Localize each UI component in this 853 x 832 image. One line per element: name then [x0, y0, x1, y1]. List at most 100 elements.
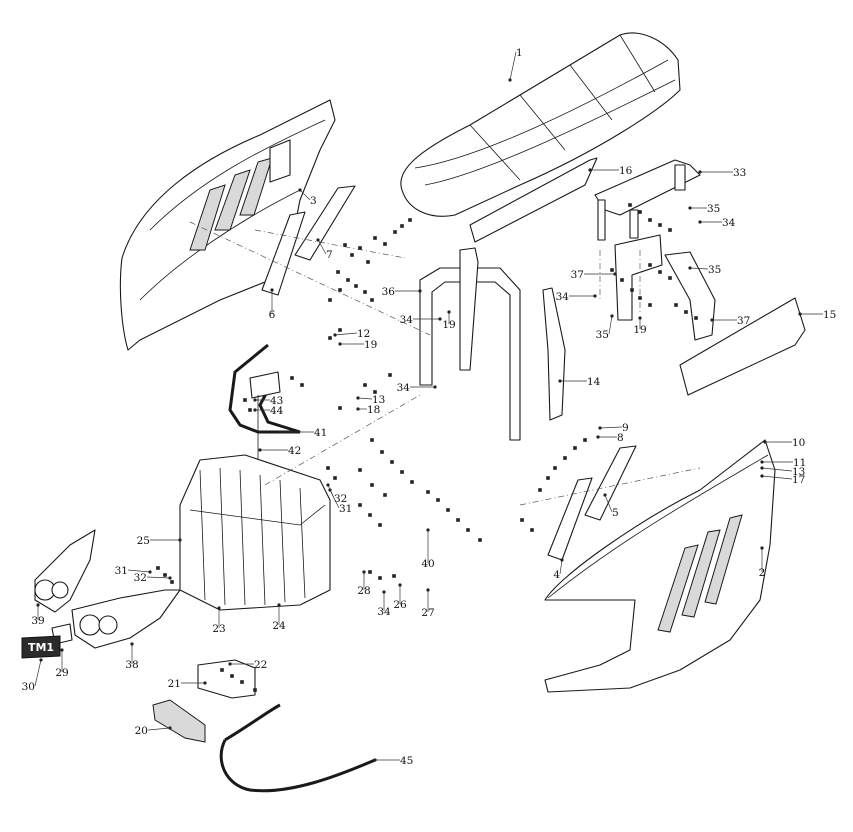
callout-label: 34	[722, 217, 736, 229]
callout-point	[603, 493, 607, 497]
callout-point	[613, 272, 617, 276]
callout-point	[168, 726, 172, 730]
callout-leader	[509, 51, 517, 81]
callout-point	[228, 662, 232, 666]
callout-label: 12	[357, 328, 370, 340]
fastener-bolt	[426, 490, 430, 494]
callout-label: 29	[55, 667, 68, 679]
callout-label: 4	[553, 569, 560, 581]
callout-point	[418, 289, 422, 293]
callout-label: 17	[792, 474, 805, 486]
callout-point	[638, 316, 642, 320]
callout-point	[398, 583, 402, 587]
fastener-bolt	[290, 376, 294, 380]
fastener-bolt	[373, 236, 377, 240]
callout-label: 5	[612, 507, 619, 519]
callout-label: 23	[212, 623, 225, 635]
fastener-bolt	[408, 218, 412, 222]
callout-point	[760, 474, 764, 478]
callout-label: 9	[622, 422, 629, 434]
fastener-bolt	[240, 680, 244, 684]
callout-leader	[559, 559, 563, 575]
fastener-bolt	[658, 270, 662, 274]
fastener-bolt	[648, 263, 652, 267]
callout-point	[710, 318, 714, 322]
fastener-bolt	[638, 296, 642, 300]
callout-point	[298, 188, 302, 192]
callout-point	[508, 78, 512, 82]
callout-point	[598, 426, 602, 430]
callout-leader	[146, 576, 171, 579]
fastener-bolt	[610, 268, 614, 272]
callout-label: 32	[334, 493, 347, 505]
callout-point	[596, 435, 600, 439]
side-bracket-37b-part	[664, 251, 716, 341]
callout-point	[326, 483, 330, 487]
callout-point	[698, 220, 702, 224]
callout-label: 28	[357, 585, 370, 597]
callout-point	[610, 314, 614, 318]
callout-point	[438, 317, 442, 321]
callout-label: 16	[619, 165, 633, 177]
callout-label: 6	[269, 309, 276, 321]
callout-leader	[604, 494, 613, 513]
callout-leader	[127, 569, 151, 573]
fastener-bolt	[383, 242, 387, 246]
callout-label: 34	[400, 314, 414, 326]
lower-trim-part	[152, 699, 206, 743]
fastener-bolt	[326, 466, 330, 470]
callout-label: 25	[137, 535, 150, 547]
callout-leader	[608, 315, 613, 335]
fastener-bolt	[668, 228, 672, 232]
lower-bracket-part	[197, 659, 256, 699]
callout-label: 32	[134, 572, 147, 584]
callout-point	[433, 385, 437, 389]
callout-point	[148, 570, 152, 574]
callout-point	[178, 538, 182, 542]
fastener-bolt	[390, 460, 394, 464]
callout-label: 8	[617, 432, 624, 444]
fastener-bolt	[363, 383, 367, 387]
vertical-strip-19-part	[459, 247, 479, 371]
fastener-bolt	[638, 210, 642, 214]
callout-point	[373, 758, 377, 762]
fastener-bolt	[338, 406, 342, 410]
callout-point	[277, 603, 281, 607]
fastener-bolt	[163, 573, 167, 577]
callout-label: 37	[737, 315, 750, 327]
callout-label: 34	[397, 382, 411, 394]
callout-label: 35	[708, 264, 721, 276]
callout-leader	[317, 239, 327, 255]
fastener-bolt	[694, 316, 698, 320]
callout-leader	[147, 727, 171, 731]
left-hood-panel-part	[119, 99, 336, 351]
fastener-bolt	[630, 288, 634, 292]
rear-panel-part	[679, 297, 806, 396]
callout-label: 20	[135, 725, 148, 737]
callout-point	[426, 528, 430, 532]
fastener-bolt	[546, 476, 550, 480]
fastener-bolt	[243, 398, 247, 402]
callout-point	[688, 206, 692, 210]
callout-label: 44	[270, 405, 284, 417]
callout-label: 41	[314, 427, 327, 439]
fastener-bolt	[373, 390, 377, 394]
callout-point	[338, 342, 342, 346]
callout-point	[798, 312, 802, 316]
seal-strip-part	[219, 703, 376, 793]
callout-leader	[299, 189, 311, 201]
left-vent-grille-6-part	[261, 211, 306, 296]
fastener-bolt	[370, 298, 374, 302]
callout-point	[316, 238, 320, 242]
fastener-bolt	[520, 518, 524, 522]
callout-leader	[357, 397, 373, 400]
callout-label: 35	[596, 329, 609, 341]
fastener-bolt	[563, 456, 567, 460]
callout-point	[168, 576, 172, 580]
left-vent-grille-7-part	[294, 185, 356, 261]
fastener-bolt	[253, 688, 257, 692]
callout-label: 39	[31, 615, 44, 627]
fastener-bolt	[446, 508, 450, 512]
